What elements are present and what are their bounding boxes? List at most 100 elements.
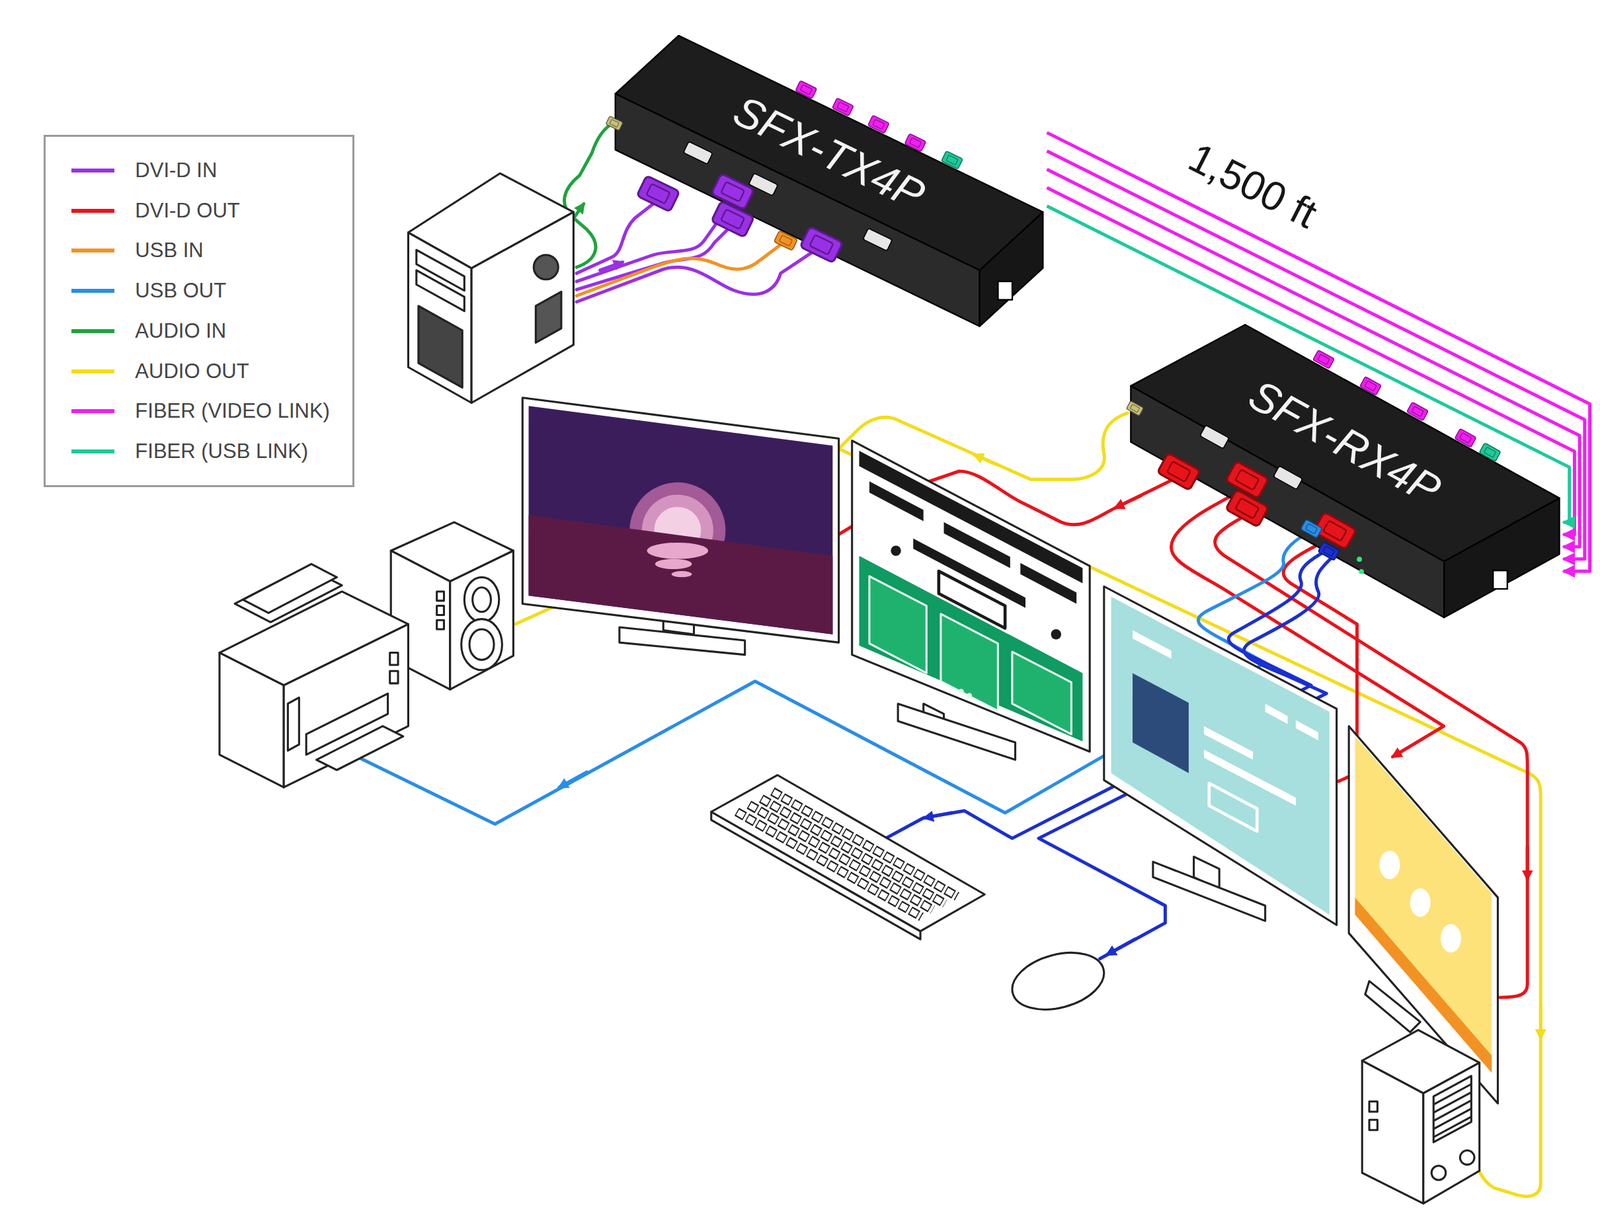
cable-plug (605, 116, 623, 131)
speaker (450, 550, 514, 690)
amplifier (1433, 1084, 1472, 1138)
status-led (1356, 556, 1362, 562)
computer-tower (407, 173, 574, 403)
power-switch (997, 281, 1013, 301)
monitor (869, 576, 927, 674)
cable-plug (1406, 401, 1429, 421)
cable-plug (1312, 349, 1335, 369)
cable-plug (1479, 442, 1501, 462)
monitor (641, 494, 714, 566)
port-receptacle (683, 141, 713, 164)
cables (573, 204, 584, 219)
speaker (437, 591, 445, 601)
monitor (1132, 673, 1189, 773)
monitor (966, 693, 972, 699)
distance-label: 1,500 ft (1182, 134, 1325, 238)
device-face (1130, 324, 1560, 562)
mouse (1005, 943, 1111, 1019)
power-switch (1492, 570, 1508, 590)
cables (1539, 1004, 1543, 1039)
speaker (472, 587, 492, 613)
amplifier (1423, 1063, 1480, 1204)
cable-plug (1300, 519, 1323, 538)
cable-plug (837, 102, 849, 113)
drawing-part (736, 791, 957, 918)
port-receptacle (1200, 425, 1230, 449)
cable-plug (832, 97, 854, 116)
cable-plug (711, 173, 755, 211)
monitor (647, 542, 709, 560)
amplifier (1369, 1120, 1378, 1130)
monitor (1295, 720, 1319, 741)
legend-text: AUDIO IN (134, 319, 227, 344)
cables (924, 813, 951, 819)
legend-swatch (71, 168, 115, 173)
legend-row: AUDIO IN (71, 310, 330, 352)
cable-plug (1157, 452, 1200, 491)
cable-plug (1125, 400, 1144, 416)
cables (576, 199, 658, 274)
cable-plug (720, 209, 745, 230)
cable-plug (1359, 376, 1382, 395)
cable-plug (941, 151, 963, 170)
cable-plug (1454, 428, 1477, 447)
computer-tower (407, 232, 472, 404)
monitor (1348, 726, 1498, 1105)
cable-plug (946, 155, 959, 166)
cable-plug (941, 151, 963, 170)
cable-plug (800, 84, 812, 95)
cables (1106, 939, 1135, 955)
cable-plug (1225, 489, 1269, 527)
port-receptacle (862, 228, 892, 252)
cables (600, 262, 623, 271)
monitor (522, 398, 839, 656)
monitor (1410, 888, 1431, 918)
cable-plug (1406, 401, 1429, 421)
port-receptacle (862, 228, 892, 252)
monitor (655, 559, 693, 570)
cable-plug (720, 181, 745, 202)
cable-plug (1225, 489, 1269, 527)
cable-plug (1317, 353, 1330, 365)
cable-plug (774, 230, 799, 251)
cable-plug (795, 80, 817, 99)
cable-plug (868, 115, 890, 134)
device-box: SFX-RX4P (1122, 318, 1564, 625)
drawing-part (736, 791, 957, 918)
monitor (1051, 629, 1062, 640)
mouse (1005, 943, 1111, 1019)
cable-plug (904, 133, 926, 152)
legend-text: FIBER (VIDEO LINK) (134, 399, 330, 424)
speaker (464, 577, 499, 623)
monitor (1132, 630, 1172, 660)
cable-plug (800, 226, 843, 264)
legend-row: FIBER (USB LINK) (71, 431, 330, 473)
cable-plug (636, 175, 680, 213)
monitor (1440, 924, 1462, 953)
cable-plug (868, 115, 890, 134)
monitor (1265, 704, 1288, 725)
monitor (858, 450, 1083, 742)
legend-row: DVI-D IN (71, 150, 330, 192)
cable-plug (646, 183, 671, 204)
monitor (940, 614, 998, 712)
legend-swatch (71, 409, 115, 414)
legend-row: USB IN (71, 230, 330, 272)
drawing-part (736, 791, 957, 918)
cable-plug (1411, 405, 1424, 417)
monitor (1209, 783, 1258, 832)
amplifier (1361, 1061, 1424, 1204)
monitor (671, 571, 693, 578)
cable-plug (1459, 432, 1472, 443)
cable-plug (1317, 541, 1340, 560)
monitor (528, 515, 834, 635)
cable-plug (774, 230, 799, 251)
amplifier (1433, 1076, 1472, 1143)
cable-plug (1225, 460, 1269, 499)
printer (283, 624, 408, 788)
cable-plug (1235, 469, 1259, 490)
cables (1525, 846, 1530, 880)
cable-plug (1312, 349, 1335, 369)
monitor (890, 546, 901, 557)
cable-plug (1300, 519, 1323, 538)
